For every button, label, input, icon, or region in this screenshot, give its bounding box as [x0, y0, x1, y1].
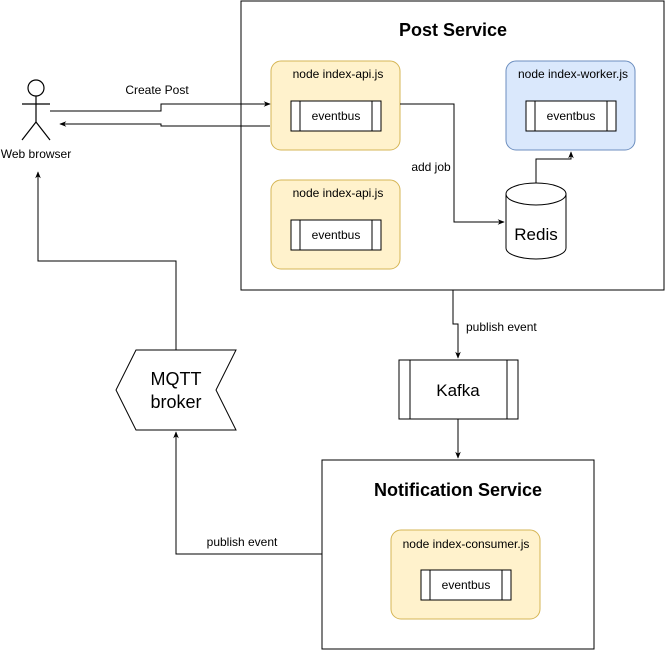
consumer-node: node index-consumer.js eventbus: [390, 529, 541, 620]
edge-redis-worker: [535, 151, 574, 183]
api-node-2-label: node index-api.js: [293, 186, 384, 200]
edge-label-publish-event-kafka: publish event: [466, 320, 537, 334]
api-node-2: node index-api.js eventbus: [270, 179, 401, 270]
edge-mqtt-browser: [35, 171, 177, 350]
edge-response: [59, 121, 270, 127]
notification-service-title: Notification Service: [374, 480, 542, 500]
consumer-node-eventbus: eventbus: [442, 578, 491, 592]
edge-label-add-job: add job: [411, 160, 451, 174]
web-browser-label: Web browser: [1, 147, 71, 161]
edge-label-create-post: Create Post: [125, 83, 189, 97]
worker-node-eventbus: eventbus: [547, 109, 596, 123]
edge-publish-mqtt: [173, 431, 322, 555]
mqtt-label-line2: broker: [150, 392, 201, 412]
kafka-label: Kafka: [436, 381, 480, 400]
mqtt-broker: MQTT broker: [115, 349, 237, 431]
edge-create-post: [50, 101, 271, 112]
edge-publish-kafka: [452, 290, 461, 359]
api-node-1-eventbus: eventbus: [312, 109, 361, 123]
edge-add-job: [400, 103, 505, 225]
worker-node-label: node index-worker.js: [518, 67, 628, 81]
mqtt-label-line1: MQTT: [151, 369, 202, 389]
post-service-title: Post Service: [399, 20, 507, 40]
consumer-node-label: node index-consumer.js: [403, 537, 530, 551]
worker-node: node index-worker.js eventbus: [505, 60, 636, 151]
web-browser-actor: [21, 79, 51, 141]
api-node-2-eventbus: eventbus: [312, 228, 361, 242]
redis-label: Redis: [514, 225, 557, 244]
redis-database: Redis: [505, 182, 567, 260]
edge-label-publish-event-mqtt: publish event: [207, 535, 278, 549]
kafka-queue: Kafka: [398, 359, 519, 420]
edges: [35, 101, 574, 555]
api-node-1-label: node index-api.js: [293, 67, 384, 81]
api-node-1: node index-api.js eventbus: [270, 60, 401, 151]
